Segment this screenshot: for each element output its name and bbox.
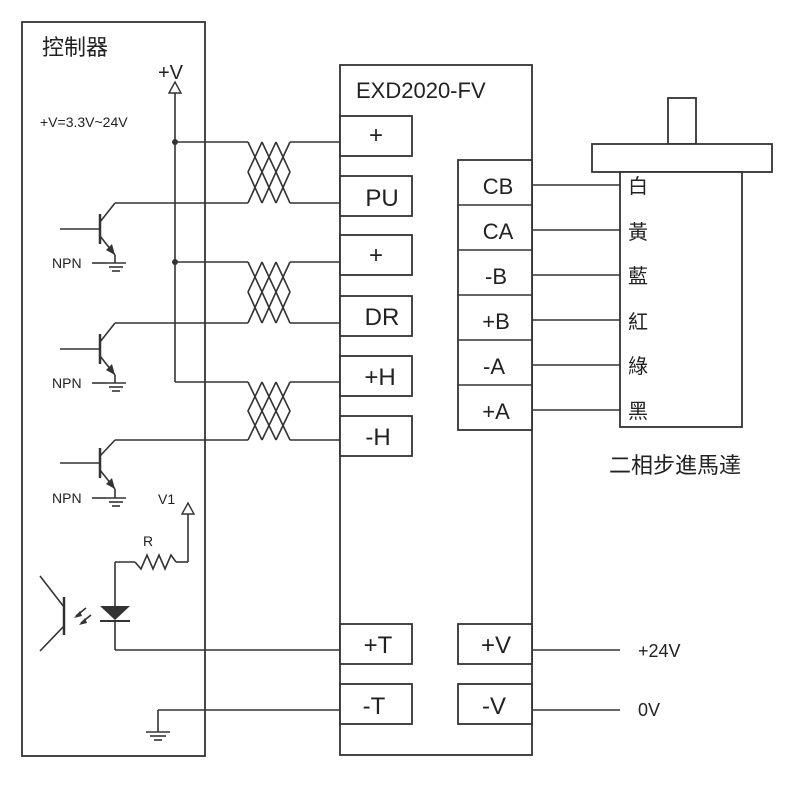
twisted-pair-icon xyxy=(247,261,291,324)
controller-title: 控制器 xyxy=(42,36,108,61)
terminal-minus-t: -T xyxy=(339,683,413,725)
terminal-label: DR xyxy=(365,304,400,331)
controller-box xyxy=(21,21,206,757)
terminal-label: + xyxy=(369,122,383,149)
wire-color-black: 黑 xyxy=(628,399,648,423)
driver-block: EXD2020-FV + PU + DR +H -H +T xyxy=(339,64,533,756)
wire-color-white: 白 xyxy=(628,174,648,198)
terminal-plus-h: +H xyxy=(339,355,413,397)
terminal-label: +T xyxy=(364,632,393,659)
motor-body xyxy=(619,171,743,428)
signal-wiring xyxy=(175,141,340,441)
vplus-label: +V xyxy=(158,62,184,84)
wire-color-green: 綠 xyxy=(628,354,648,378)
driver-model: EXD2020-FV xyxy=(356,78,486,103)
power-zero-label: 0V xyxy=(638,700,660,720)
wire-color-blue: 藍 xyxy=(628,264,648,288)
motor-title: 二相步進馬達 xyxy=(609,454,741,479)
resistor-icon xyxy=(134,552,177,572)
terminal-plus-b: +B xyxy=(482,309,510,334)
terminal-plus-2: + xyxy=(339,234,413,276)
wire-color-yellow: 黃 xyxy=(628,220,648,244)
terminal-label: +V xyxy=(481,632,511,659)
terminal-plus-t: +T xyxy=(339,623,413,665)
terminal-plus-v: +V xyxy=(457,623,533,665)
npn-transistor-1 xyxy=(60,202,248,272)
power-supply: +24V 0V xyxy=(532,641,681,720)
npn-label-3: NPN xyxy=(52,490,82,506)
npn-transistor-3 xyxy=(60,439,248,507)
wire-color-red: 紅 xyxy=(628,310,648,334)
terminal-ca: CA xyxy=(483,219,514,244)
phototransistor-icon xyxy=(39,575,66,652)
ground-icon xyxy=(146,731,170,741)
terminal-label: PU xyxy=(365,185,398,212)
terminal-label: -V xyxy=(482,693,506,720)
led-icon xyxy=(100,606,130,620)
motor-block: 二相步進馬達 白 黃 藍 紅 綠 黑 xyxy=(532,97,773,479)
npn-label-2: NPN xyxy=(52,375,82,391)
motor-flange xyxy=(591,143,773,173)
controller-block: 控制器 +V +V=3.3V~24V NPN xyxy=(21,21,340,757)
motor-shaft xyxy=(667,97,697,145)
twisted-pair-icon xyxy=(247,381,291,441)
terminal-pu: PU xyxy=(339,175,413,217)
v1-label: V1 xyxy=(158,491,175,507)
terminal-label: -T xyxy=(363,693,386,720)
npn-transistor-2 xyxy=(60,322,248,392)
terminal-label: +H xyxy=(364,364,395,391)
terminal-minus-v: -V xyxy=(457,683,533,725)
resistor-label: R xyxy=(143,533,153,549)
terminal-plus-a: +A xyxy=(482,399,510,424)
terminal-label: -H xyxy=(365,424,390,451)
npn-label-1: NPN xyxy=(52,255,82,271)
twisted-pair-icon xyxy=(247,141,291,204)
terminal-dr: DR xyxy=(339,295,413,337)
power-plus-label: +24V xyxy=(638,641,681,661)
voltage-range-label: +V=3.3V~24V xyxy=(40,114,128,130)
terminal-minus-b: -B xyxy=(485,264,507,289)
terminal-cb: CB xyxy=(483,174,514,199)
terminal-plus-1: + xyxy=(339,115,413,157)
terminal-minus-h: -H xyxy=(339,415,413,457)
terminal-label: + xyxy=(369,242,383,269)
terminal-minus-a: -A xyxy=(483,354,505,379)
